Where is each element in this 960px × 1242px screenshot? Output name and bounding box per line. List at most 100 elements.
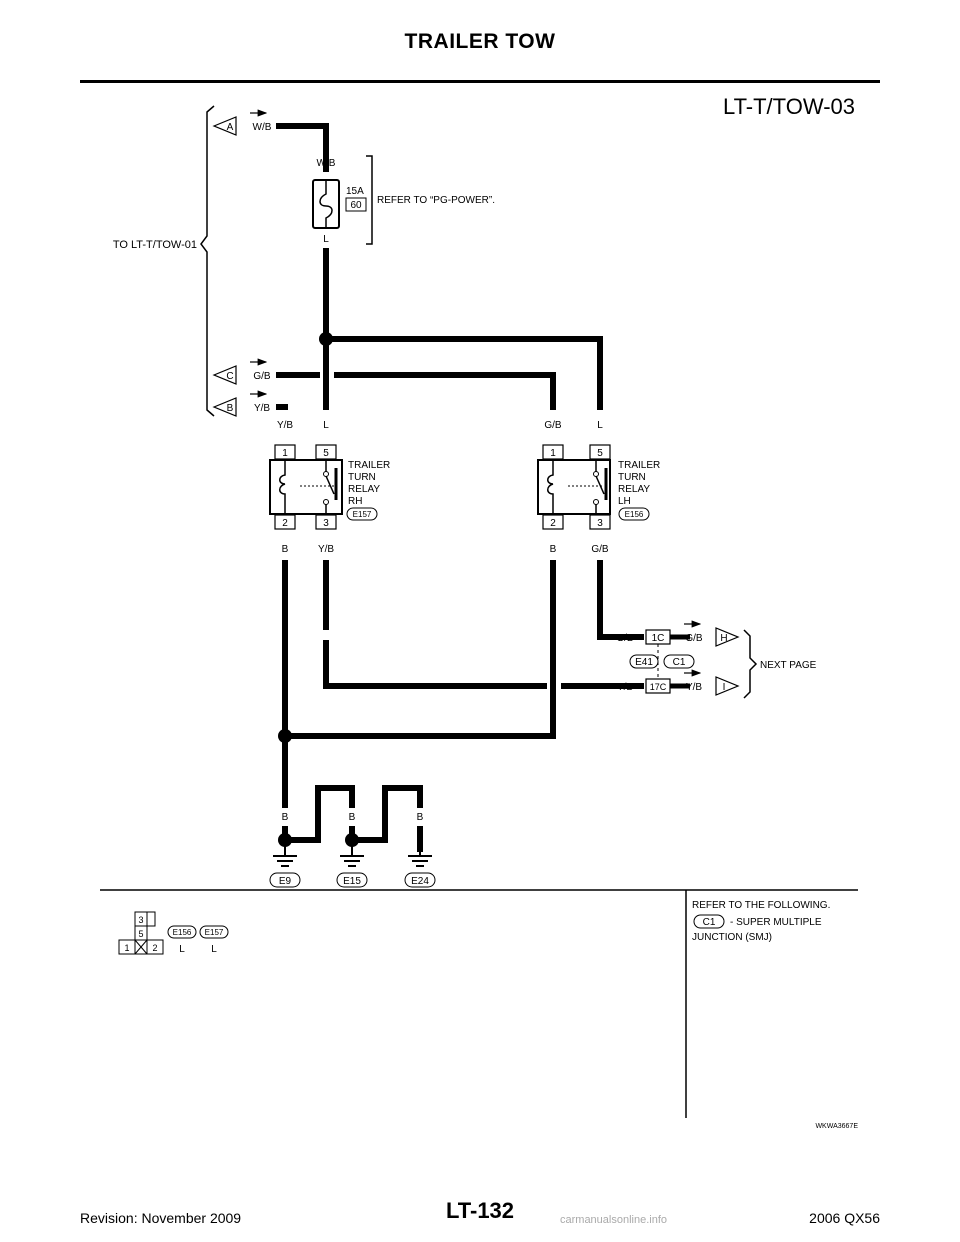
- fuse-num-box: [345, 197, 367, 212]
- diagram-id: LT-T/TOW-03: [723, 94, 855, 119]
- wire-label-yb-b: Y/B: [254, 403, 270, 414]
- junction-dot-g2: [345, 833, 359, 847]
- wire-b-lh: [285, 560, 556, 739]
- wire-label-gb-joint-out: G/B: [685, 633, 703, 644]
- wire-harness: [276, 123, 644, 852]
- legend-color-a: L: [179, 944, 185, 955]
- joint-conn-e41: E41: [635, 657, 653, 668]
- relay-lh-pin2: 2: [550, 518, 556, 529]
- joint-conn-c1: C1: [673, 657, 686, 668]
- wire-gb-in2: [334, 372, 556, 410]
- wire-b-a2: [285, 826, 321, 843]
- svg-text:B: B: [227, 403, 234, 414]
- fuse-15a[interactable]: [312, 179, 340, 229]
- face-pin-1: 1: [124, 943, 129, 953]
- connector-b[interactable]: B: [212, 397, 237, 417]
- connector-a[interactable]: A: [212, 116, 237, 136]
- fuse-amp-label: 15A: [346, 186, 364, 197]
- wire-yb-in: [276, 404, 288, 410]
- wire-l-lh: [326, 336, 603, 410]
- relay-lh-name-4: LH: [618, 496, 631, 507]
- relay-rh-name-4: RH: [348, 496, 362, 507]
- legend-conn-a-oval: [167, 925, 197, 939]
- svg-text:A: A: [227, 122, 234, 133]
- junction-dot-l: [319, 332, 333, 346]
- relay-lh-pin5: 5: [597, 448, 603, 459]
- wire-label-b-lh-out: B: [550, 544, 557, 555]
- relay-rh-name-3: RELAY: [348, 484, 380, 495]
- wire-label-yb-rh-out: Y/B: [318, 544, 334, 555]
- refer-following-label: REFER TO THE FOLLOWING.: [692, 900, 830, 911]
- relay-lh-name-2: TURN: [618, 472, 646, 483]
- wire-gb-out: [597, 560, 644, 640]
- ground-e15: E15: [343, 876, 361, 887]
- legend-conn-b: E157: [205, 928, 224, 937]
- wire-label-gb-c: G/B: [253, 371, 271, 382]
- wire-label-gb-joint-in: G/B: [616, 633, 634, 644]
- ground-e9-oval: [269, 872, 301, 888]
- ground-e24-oval: [404, 872, 436, 888]
- relay-lh-pin3: 3: [597, 518, 603, 529]
- relay-rh-pin5: 5: [323, 448, 329, 459]
- connector-c[interactable]: C: [212, 365, 237, 385]
- relay-rh-connector: E157: [353, 510, 372, 519]
- joint-conn-e41-oval: [629, 654, 659, 669]
- refer-desc-2: JUNCTION (SMJ): [692, 932, 772, 943]
- page-number: LT-132: [445, 1198, 515, 1223]
- legend-color-b: L: [211, 944, 217, 955]
- legend-conn-b-oval: [199, 925, 229, 939]
- face-pin-5: 5: [138, 929, 143, 939]
- relay-lh-connector: E156: [625, 510, 644, 519]
- wire-label-wb-fuse: W/B: [317, 158, 336, 169]
- wire-label-yb-rh-in: Y/B: [277, 420, 293, 431]
- wire-label-gb-lh-in: G/B: [544, 420, 562, 431]
- wire-label-l-rh-in: L: [323, 420, 329, 431]
- next-page-brace: [743, 629, 758, 699]
- relay-lh-name-3: RELAY: [618, 484, 650, 495]
- joint-pin-17c: 17C: [650, 682, 667, 692]
- ground-e15-oval: [336, 872, 368, 888]
- wire-label-l-fuse: L: [323, 234, 329, 245]
- svg-text:H: H: [720, 633, 727, 644]
- relay-rh-pin1: 1: [282, 448, 288, 459]
- wire-label-b-g2: B: [349, 812, 356, 823]
- wire-label-b-g3: B: [417, 812, 424, 823]
- legend-conn-a: E156: [173, 928, 192, 937]
- joint-conn-c1-oval: [663, 654, 695, 669]
- ground-symbol-e9: [273, 846, 297, 867]
- revision-label: Revision: November 2009: [80, 1210, 242, 1226]
- joint-pin-1c: 1C: [652, 633, 665, 644]
- wire-b-d: [382, 785, 423, 826]
- wire-wb: [276, 123, 329, 172]
- watermark: carmanualsonline.info: [560, 1214, 668, 1226]
- wire-label-b-g2b: B: [382, 812, 389, 823]
- connector-i[interactable]: I: [715, 676, 740, 696]
- refer-item-oval: [693, 914, 725, 929]
- wire-yb-out2: [323, 640, 547, 689]
- wire-label-l-lh-in: L: [597, 420, 603, 431]
- junction-dot-b: [278, 729, 292, 743]
- model-label: 2006 QX56: [809, 1210, 880, 1226]
- connector-face-diagram: [118, 911, 164, 955]
- left-brace: [200, 105, 215, 417]
- refer-power-bracket: [366, 155, 373, 245]
- wire-label-yb-joint-out: Y/B: [686, 682, 702, 693]
- to-prev-page-label: TO LT-T/TOW-01: [113, 239, 197, 251]
- refer-item: C1: [703, 917, 716, 928]
- ground-symbol-e15: [340, 846, 364, 867]
- face-pin-2: 2: [152, 943, 157, 953]
- relay-lh-pin1: 1: [550, 448, 556, 459]
- svg-text:C: C: [226, 371, 233, 382]
- relay-lh-name-1: TRAILER: [618, 460, 660, 471]
- page-title: TRAILER TOW: [404, 30, 556, 53]
- relay-rh[interactable]: [269, 444, 343, 530]
- wire-label-gb-lh-out: G/B: [591, 544, 609, 555]
- relay-rh-name-1: TRAILER: [348, 460, 390, 471]
- ground-e9: E9: [279, 876, 292, 887]
- ground-e24: E24: [411, 876, 429, 887]
- connector-h[interactable]: H: [715, 627, 740, 647]
- wire-label-wb-a: W/B: [253, 122, 272, 133]
- relay-rh-pin3: 3: [323, 518, 329, 529]
- face-pin-3: 3: [138, 915, 143, 925]
- relay-lh[interactable]: [537, 444, 611, 530]
